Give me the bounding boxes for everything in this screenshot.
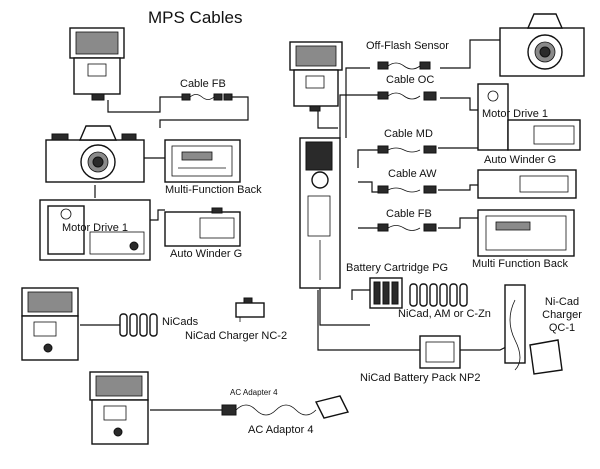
cable-fb-right-icon xyxy=(377,223,437,232)
cable-oc-icon xyxy=(377,91,437,101)
label-nicad-charger-qc1: Ni-Cad Charger QC-1 xyxy=(532,296,592,335)
multi-function-back-left xyxy=(164,139,241,183)
label-motor-drive-right: Motor Drive 1 xyxy=(482,108,549,120)
aa-batteries-icon xyxy=(409,283,468,307)
label-auto-winder-left: Auto Winder G xyxy=(170,248,243,260)
nicad-battery-pack-np2 xyxy=(419,335,461,369)
flash-unit-lower-left xyxy=(21,287,79,361)
camera-body-left xyxy=(45,125,145,183)
diagram-title: MPS Cables xyxy=(148,8,243,27)
label-cable-oc: Cable OC xyxy=(386,74,435,86)
label-multi-function-back-right: Multi Function Back xyxy=(472,258,568,270)
label-motor-drive-left: Motor Drive 1 xyxy=(62,222,129,234)
label-nicad-am-czn: NiCad, AM or C-Zn xyxy=(398,308,491,320)
label-cable-aw: Cable AW xyxy=(388,168,437,180)
auto-winder-left xyxy=(164,207,241,247)
multi-function-back-right xyxy=(477,209,575,257)
flash-unit-top-left xyxy=(69,27,125,101)
label-ac-adaptor: AC Adaptor 4 xyxy=(248,424,314,436)
flash-unit-bottom xyxy=(89,371,149,445)
motor-drive-left xyxy=(39,199,151,261)
motor-drive-right xyxy=(477,83,581,151)
cable-aw-icon xyxy=(377,185,437,194)
ac-adaptor-icon xyxy=(221,395,350,419)
label-qc1-line1: Ni-Cad xyxy=(544,296,580,308)
cable-fb-left-icon xyxy=(181,93,233,101)
label-cable-md: Cable MD xyxy=(384,128,433,140)
central-grip-unit xyxy=(299,137,341,289)
nicad-charger-qc1 xyxy=(504,284,563,375)
camera-body-right xyxy=(499,13,585,77)
label-nicad-battery-pack: NiCad Battery Pack NP2 xyxy=(360,372,481,384)
label-multi-function-back-left: Multi-Function Back xyxy=(165,184,262,196)
label-cable-fb-left: Cable FB xyxy=(180,78,226,90)
off-flash-sensor-icon xyxy=(377,61,431,70)
battery-cartridge-pg xyxy=(369,277,403,309)
label-cable-fb-right: Cable FB xyxy=(386,208,432,220)
label-auto-winder-right: Auto Winder G xyxy=(484,154,557,166)
label-nicads: NiCads xyxy=(162,316,199,328)
nicad-cells-icon xyxy=(119,313,158,337)
label-ac-adapter-small: AC Adapter 4 xyxy=(230,388,278,397)
auto-winder-right xyxy=(477,169,577,199)
label-battery-cartridge: Battery Cartridge PG xyxy=(346,262,449,274)
nicad-charger-nc2-icon xyxy=(235,297,265,322)
label-nicad-charger-nc2: NiCad Charger NC-2 xyxy=(185,330,288,342)
cable-md-icon xyxy=(377,145,437,154)
flash-unit-center xyxy=(289,41,343,112)
connection-lines xyxy=(80,39,511,411)
label-qc1-line2: Charger xyxy=(542,309,582,321)
label-off-flash-sensor: Off-Flash Sensor xyxy=(366,40,449,52)
label-qc1-line3: QC-1 xyxy=(548,322,576,334)
